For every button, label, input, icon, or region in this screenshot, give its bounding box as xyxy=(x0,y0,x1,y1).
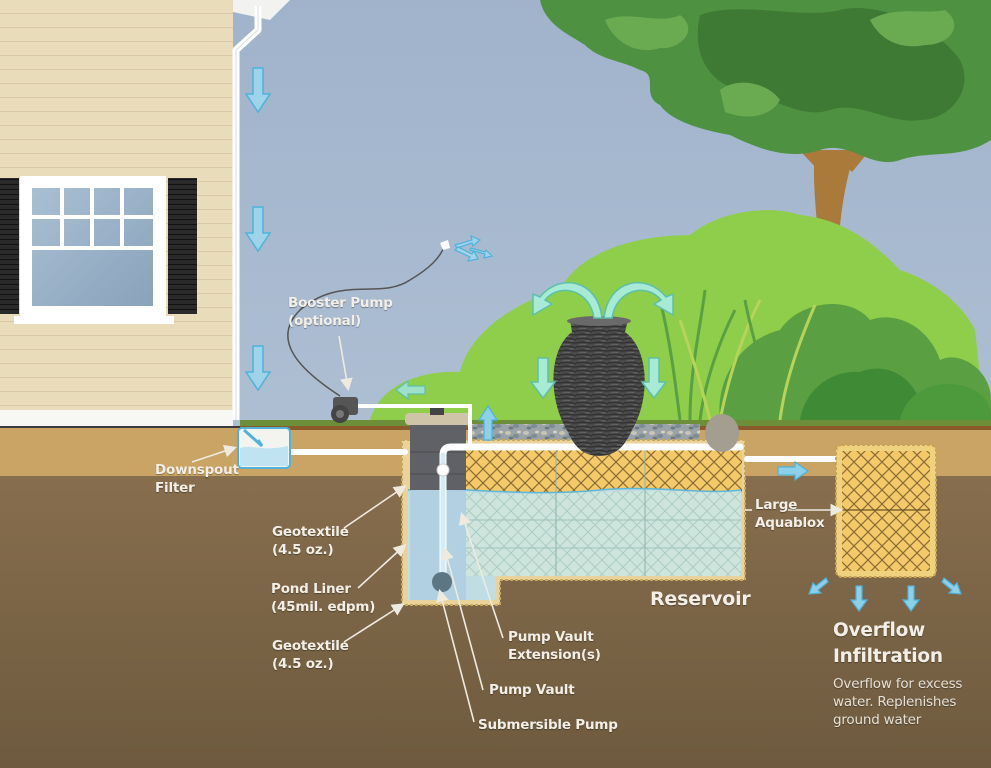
shutter-right xyxy=(168,178,197,314)
downspout xyxy=(232,6,262,420)
geotextile-top-label: Geotextile (4.5 oz.) xyxy=(272,523,349,559)
label-line: Booster Pump xyxy=(288,295,393,311)
grass-plants xyxy=(658,289,817,421)
label-line: Geotextile xyxy=(272,524,349,540)
downspout-filter xyxy=(237,427,291,469)
large-aquablox-label: Large Aquablox xyxy=(755,496,825,532)
house xyxy=(0,0,290,431)
shrubs-right xyxy=(719,303,991,420)
down-arrow-icon xyxy=(244,206,272,253)
label-line: Submersible Pump xyxy=(478,717,618,733)
plumbing xyxy=(287,404,843,584)
tree xyxy=(540,0,991,310)
label-line: Downspout xyxy=(155,462,239,478)
label-line: Aquablox xyxy=(755,515,825,531)
overflow-infiltration-description: Overflow for excess water. Replenishes g… xyxy=(833,675,962,729)
right-arrow-icon xyxy=(777,460,810,482)
label-line: Large xyxy=(755,497,798,513)
shutter-left xyxy=(0,178,19,314)
spray-nozzle xyxy=(440,240,450,250)
rain-flow-arrows xyxy=(244,67,272,392)
overflow-infiltration-title: Overflow Infiltration xyxy=(833,618,943,670)
label-line: ground water xyxy=(833,712,922,728)
spray-arrows xyxy=(453,234,494,262)
reservoir-label: Reservoir xyxy=(650,588,751,610)
pond-liner-label: Pond Liner (45mil. edpm) xyxy=(271,580,375,616)
label-line: Pump Vault xyxy=(508,629,594,645)
up-arrow-icon xyxy=(477,404,499,441)
left-arrow-icon xyxy=(395,379,426,401)
booster-pump-label: Booster Pump (optional) xyxy=(288,294,393,330)
urn-fountain xyxy=(553,316,645,456)
geotextile-bottom-label: Geotextile (4.5 oz.) xyxy=(272,637,349,673)
booster-pump xyxy=(331,397,358,423)
pump-vault xyxy=(405,407,471,600)
label-line: Filter xyxy=(155,480,195,496)
hose xyxy=(287,244,446,397)
submersible-pump xyxy=(432,572,452,592)
pump-vault-label: Pump Vault xyxy=(489,681,575,699)
label-line: (optional) xyxy=(288,313,361,329)
label-line: Pump Vault xyxy=(489,682,575,698)
label-line: Overflow xyxy=(833,620,926,641)
fountain-arrows xyxy=(529,281,674,400)
label-line: Infiltration xyxy=(833,646,943,667)
label-line: (4.5 oz.) xyxy=(272,542,334,558)
label-line: water. Replenishes xyxy=(833,694,957,710)
label-line: Overflow for excess xyxy=(833,676,963,692)
label-line: Pond Liner xyxy=(271,581,351,597)
overflow-aquablox xyxy=(835,444,937,578)
leader-lines xyxy=(191,335,844,723)
label-line: (45mil. edpm) xyxy=(271,599,376,615)
boulder xyxy=(705,414,739,452)
label-line: Geotextile xyxy=(272,638,349,654)
submersible-pump-label: Submersible Pump xyxy=(478,716,618,734)
label-line: (4.5 oz.) xyxy=(272,656,334,672)
down-arrow-icon xyxy=(244,345,272,392)
pump-vault-extension-label: Pump Vault Extension(s) xyxy=(508,628,601,664)
label-line: Extension(s) xyxy=(508,647,601,663)
down-arrow-icon xyxy=(244,67,272,114)
infiltration-arrows xyxy=(808,577,962,613)
downspout-filter-label: Downspout Filter xyxy=(155,461,239,497)
